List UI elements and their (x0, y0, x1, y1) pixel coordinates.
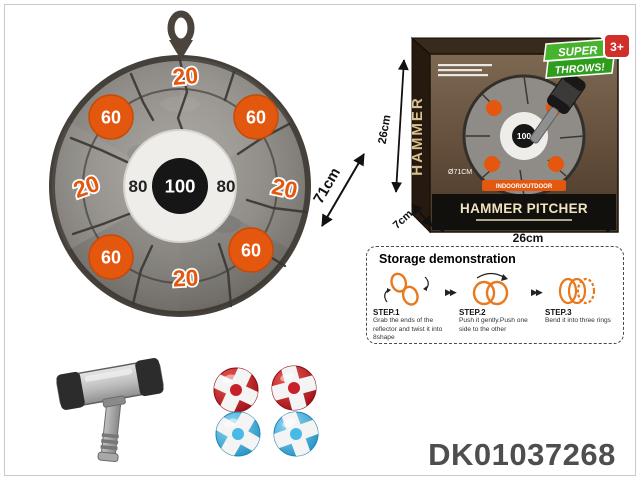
badge-score-bl: 60 (101, 248, 121, 268)
box-title: HAMMER PITCHER (460, 201, 588, 216)
age-badge-text: 3+ (610, 40, 624, 54)
step3-label: STEP.3 (545, 308, 572, 317)
figure-eight-icon (384, 272, 429, 306)
storage-demo-panel: Storage demonstration STEP.1 Grab the en… (366, 246, 624, 344)
board-diameter-annotation: 71cm (310, 153, 365, 227)
badge-score-tl: 60 (101, 108, 121, 128)
step1-text: Grab the ends of the reflector and twist… (373, 317, 443, 342)
box-subtitle-line (476, 219, 572, 221)
badge-score-tr: 60 (246, 108, 266, 128)
box-fine-print-lines (438, 64, 492, 77)
board-diameter-label: 71cm (310, 165, 344, 207)
score-right: 20 (269, 173, 299, 204)
bullseye-score: 100 (165, 176, 196, 197)
score-top: 20 (171, 62, 199, 90)
toy-hammer (56, 358, 164, 463)
score-bottom: 20 (172, 264, 199, 291)
step2-text: Push it gently.Push one side to the othe… (459, 317, 528, 333)
storage-step-1: STEP.1 Grab the ends of the reflector an… (373, 271, 445, 343)
super-throws-badge: SUPER THROWS! (543, 38, 615, 79)
storage-title: Storage demonstration (379, 252, 516, 266)
diameter-arrow (321, 153, 365, 227)
box-tagline: INDOOR/OUTDOOR (496, 184, 553, 190)
sticky-ball-blue-1 (215, 411, 261, 457)
step1-label: STEP.1 (373, 308, 400, 317)
hammer-head (56, 358, 164, 410)
overlapping-rings-icon (472, 272, 509, 306)
sticky-ball-red-2 (271, 365, 317, 411)
product-code: DK01037268 (428, 437, 616, 472)
bullseye (152, 158, 208, 214)
sticky-ball-red-1 (213, 367, 259, 413)
score-badges: 60 60 60 60 (88, 94, 279, 280)
ring-score-right: 80 (217, 177, 236, 196)
hanging-loop-icon (167, 10, 195, 60)
storage-steps: STEP.1 Grab the ends of the reflector an… (373, 271, 621, 343)
three-rings-icon (558, 277, 596, 305)
box-mini-bullseye: 100 (517, 131, 531, 141)
ring-score-left: 80 (129, 177, 148, 196)
banner-throws: THROWS! (554, 61, 605, 77)
box-hammer-art (529, 72, 586, 144)
box-diameter-note: Ø71CM (448, 169, 472, 176)
age-badge: 3+ (603, 33, 631, 59)
dim-width-label: 26cm (513, 231, 544, 245)
box-tagline-strip (482, 180, 566, 191)
step-arrow-icon: ▶▶ (531, 287, 543, 297)
badge-score-br: 60 (241, 241, 261, 261)
box-side-title: HAMMER (409, 96, 426, 176)
product-box-graphic: 100 Ø71CM INDOOR/OUTDOOR HAMMER PITCHER … (378, 33, 631, 245)
step-arrow-icon: ▶▶ (445, 287, 457, 297)
storage-step-2: STEP.2 Push it gently.Push one side to t… (459, 271, 531, 334)
sticky-ball-blue-2 (273, 411, 319, 457)
storage-step-3: STEP.3 Bend it into three rings (545, 271, 617, 326)
dartboard-graphic: 100 80 80 60 60 60 60 20 20 20 20 (49, 10, 311, 317)
crack-lines (69, 58, 308, 308)
dim-height-label: 26cm (378, 114, 394, 145)
box-dimensions: 26cm 7cm 26cm (378, 59, 617, 245)
step2-label: STEP.2 (459, 308, 486, 317)
step3-text: Bend it into three rings (545, 317, 611, 324)
banner-super: SUPER (558, 45, 599, 60)
